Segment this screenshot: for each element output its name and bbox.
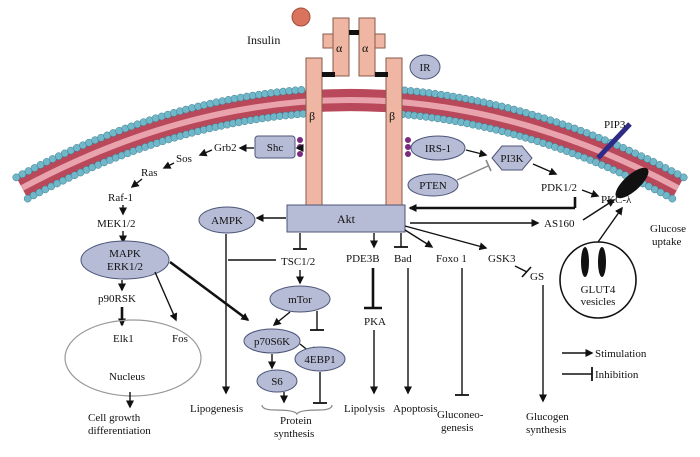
akt-label: Akt [337,212,356,226]
lipid-head [30,164,39,172]
pka-label: PKA [364,316,386,328]
akt-node [286,204,406,233]
protein-synthesis-brace [261,404,333,416]
lipid-head [12,173,21,182]
lipid-head [661,164,670,172]
pdk-label: PDK1/2 [541,182,577,194]
mapk-node [80,240,170,280]
foxo1-label: Foxo 1 [436,253,467,265]
outcome-apoptosis: Apoptosis [393,403,438,415]
irs1-label: IRS-1 [425,143,451,155]
lipid-head [649,158,658,166]
fos-label: Fos [172,333,188,345]
outcome-glycogen-line2: synthesis [526,424,566,436]
cell-membrane [12,86,688,203]
receptor-alpha-right: α [362,41,369,55]
outcome-lipogenesis: Lipogenesis [190,403,243,415]
outcome-gluconeo-line2: genesis [441,422,473,434]
membrane-inner-heads [23,109,677,203]
nucleus [64,319,202,397]
outcome-lipolysis: Lipolysis [344,403,385,415]
pip3-bar [596,122,632,160]
legend-inhibition: Inhibition [595,369,639,381]
p90rsk-label: p90RSK [98,293,136,305]
tsc-label: TSC1/2 [281,256,315,268]
outcome-cell-growth-line1: Cell growth [88,412,141,424]
receptor-beta-right: β [389,109,395,123]
outcome-cell-growth-line2: differentiation [88,425,151,437]
lipid-head [667,167,676,175]
insulin-ligand [291,7,311,27]
ampk-label: AMPK [211,215,243,227]
lipid-head [23,194,32,203]
mek-label: MEK1/2 [97,218,136,230]
pip3-label: PIP3 [604,119,626,131]
glut4-membrane [615,167,649,199]
lipid-head [673,170,682,179]
sos-label: Sos [176,153,192,165]
ras-label: Ras [141,167,158,179]
mapk-label-line2: ERK1/2 [107,261,143,273]
outcome-glycogen-line1: Glucogen [526,411,569,423]
membrane-outer-heads [12,86,688,182]
ampk-node [198,206,256,234]
outcome-gluconeo-line1: Gluconeo- [437,409,484,421]
as160-label: AS160 [544,218,575,230]
lipid-head [18,170,27,179]
lipid-head [679,173,688,182]
glucose-uptake-line2: uptake [652,236,681,248]
receptor-beta-left: β [309,109,315,123]
lipid-head [36,161,45,169]
raf1-label: Raf-1 [108,192,133,204]
insulin-receptor: α α β β [297,17,411,211]
lipid-head [668,194,677,203]
receptor-alpha-left: α [336,41,343,55]
lipid-head [662,191,671,200]
irs1-node [410,135,466,161]
mtor-label: mTor [288,294,312,306]
pde3b-label: PDE3B [346,253,380,265]
pten-label: PTEN [419,180,447,192]
lipid-head [24,167,33,175]
ebp1-label: 4EBP1 [304,354,335,366]
elk1-label: Elk1 [113,333,134,345]
p70s6k-node [243,328,301,354]
nucleus-label: Nucleus [109,371,145,383]
lipid-head [655,161,664,169]
mapk-label-line1: MAPK [109,248,141,260]
s6-label: S6 [271,376,283,388]
pten-node [407,173,459,197]
lipid-head [297,86,306,94]
shc-node [254,135,296,159]
pi3k-node [491,145,533,171]
ir-label: IR [420,62,432,74]
shc-label: Shc [267,142,284,154]
grb2-label: Grb2 [214,142,237,154]
outcome-protein-line2: synthesis [274,428,314,440]
gsk3-label: GSK3 [488,253,516,265]
ir-node [409,54,441,80]
p70s6k-label: p70S6K [254,336,290,348]
legend: Stimulation Inhibition [562,348,647,381]
mtor-node [269,285,331,313]
s6-node [256,369,298,393]
pi3k-label: PI3K [500,153,523,165]
gs-label: GS [530,271,544,283]
ebp1-node [294,346,346,372]
glucose-uptake-line1: Glucose [650,223,686,235]
glut4-label-line2: vesicles [581,296,616,308]
glut4-label-line1: GLUT4 [581,284,616,296]
outcome-protein-line1: Protein [280,415,312,427]
insulin-label: Insulin [247,33,280,47]
bad-label: Bad [394,253,412,265]
legend-stimulation: Stimulation [595,348,647,360]
pten-inhibits-pi3k [456,165,489,181]
